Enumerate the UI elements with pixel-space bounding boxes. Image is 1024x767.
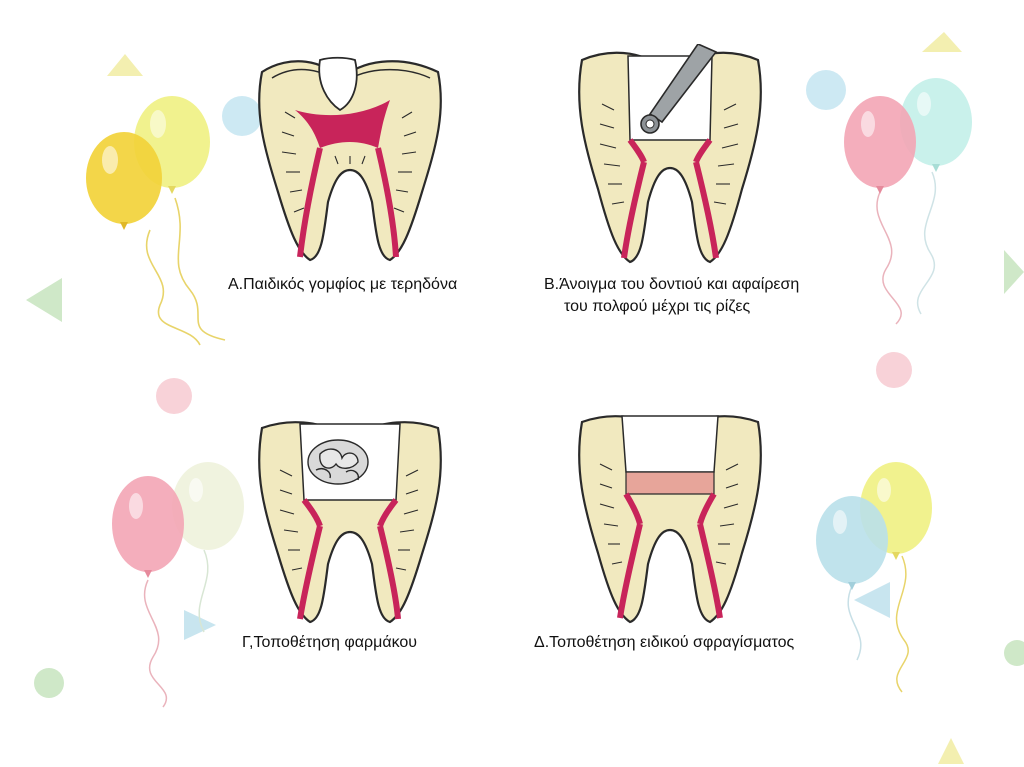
confetti-dot-blue (222, 96, 262, 136)
confetti-dot-blue-right (806, 70, 846, 110)
confetti-triangle-yellow-bottom (936, 736, 966, 766)
balloon-cluster-top-left (80, 90, 250, 350)
confetti-dot-green (34, 668, 64, 698)
confetti-triangle-blue-right (852, 580, 892, 620)
caption-a-text: Α.Παιδικός γομφίος με τερηδόνα (228, 276, 458, 293)
confetti-dot-green-right (1004, 640, 1024, 666)
balloon-yellow (86, 132, 162, 224)
confetti-dot-pink (156, 378, 192, 414)
caption-b: Β.Άνοιγμα του δοντιού και αφαίρεση του π… (544, 274, 799, 318)
seal-filling (625, 471, 715, 495)
caption-c: Γ,Τοποθέτηση φαρμάκου (242, 632, 417, 654)
confetti-triangle-green-left (24, 276, 64, 324)
caption-b-line1: Β.Άνοιγμα του δοντιού και αφαίρεση (544, 276, 800, 293)
tooth-b-opening (570, 44, 770, 269)
balloon-cluster-top-right (836, 74, 986, 334)
confetti-triangle-yellow-top-right (920, 30, 964, 54)
confetti-dot-pink-right (876, 352, 912, 388)
balloon-pink-bottom (112, 476, 184, 572)
confetti-triangle-yellow-top-left (105, 52, 145, 78)
caption-c-text: Γ,Τοποθέτηση φαρμάκου (242, 634, 418, 651)
caption-d-text: Δ.Τοποθέτηση ειδικού σφραγίσματος (534, 634, 795, 651)
tooth-c-medicine (250, 414, 450, 629)
tooth-a-with-cavity (250, 52, 450, 267)
balloon-pink (844, 96, 916, 188)
dental-drill-icon (640, 44, 718, 134)
confetti-triangle-green-right (1002, 248, 1024, 296)
medicine-cotton-icon (307, 439, 369, 485)
caption-a: Α.Παιδικός γομφίος με τερηδόνα (228, 274, 457, 296)
caption-b-line2: του πολφού μέχρι τις ρίζες (564, 298, 751, 315)
confetti-triangle-blue (182, 608, 218, 642)
balloon-cluster-bottom-right (812, 460, 952, 700)
balloon-blue-bottom (816, 496, 888, 584)
caption-d: Δ.Τοποθέτηση ειδικού σφραγίσματος (534, 632, 794, 654)
balloon-cream (172, 462, 244, 550)
balloon-cluster-bottom-left (108, 462, 248, 712)
tooth-d-seal (570, 408, 770, 628)
